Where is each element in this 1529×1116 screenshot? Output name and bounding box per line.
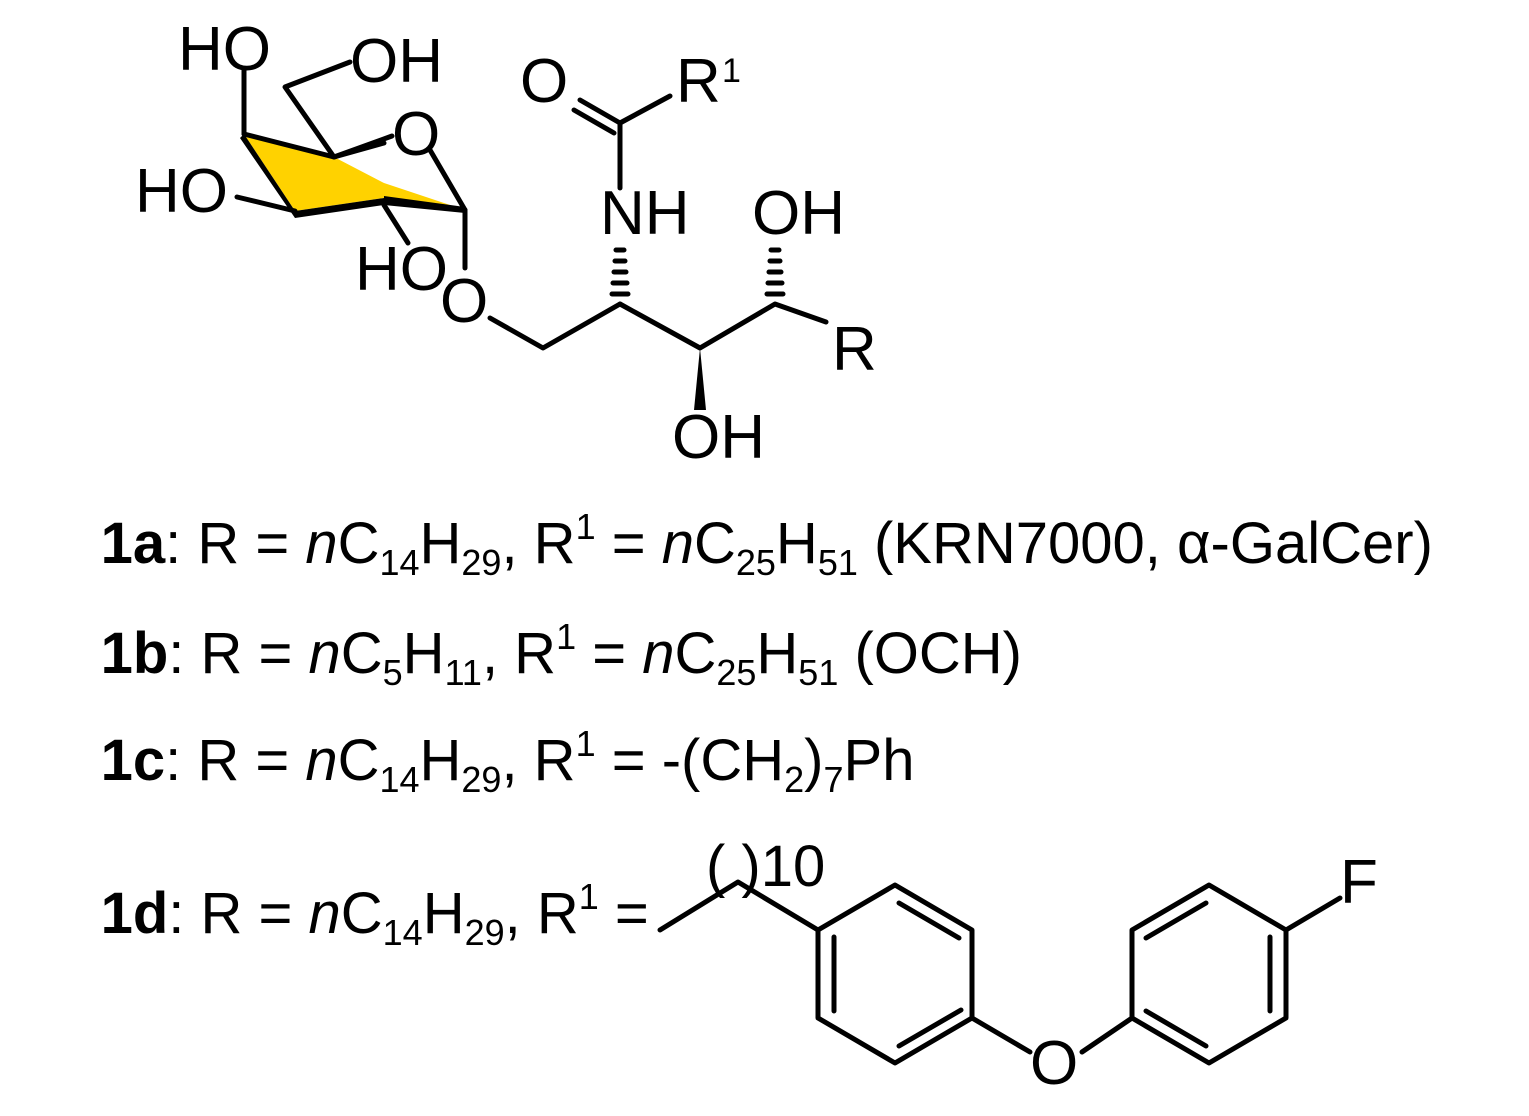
backbone-bonds (617, 301, 829, 351)
ether-oxygen-label: O (1030, 1029, 1078, 1098)
ho-mid-label: HO (135, 157, 228, 226)
ether-bonds (969, 1015, 1135, 1055)
o-ch2-bond (487, 301, 623, 351)
r1-letter-label: R (676, 47, 721, 116)
ring-c5-c6 (282, 59, 353, 160)
benzene-ring-a-inner (831, 900, 964, 1049)
c-f-bond (1283, 895, 1343, 933)
benzene-ring-b-inner (1143, 900, 1273, 1049)
chain-repeat-label: ( )10 (706, 834, 825, 899)
ring-c2-oh (381, 202, 411, 246)
compound-1b-line: 1b: R = nC5H11, R1 = nC25H51 (OCH) (20, 616, 1070, 693)
carbonyl-c-o-double (571, 97, 623, 136)
oh-bottom-label: OH (672, 403, 765, 472)
ring-c3-oh (234, 194, 298, 214)
carbonyl-c-r1 (617, 93, 673, 126)
compound-1d-line: 1d: R = nC14H29, R1 = (20, 876, 697, 953)
nh-label: NH (600, 179, 690, 248)
compound-1a-id: 1a (101, 511, 166, 576)
oh-top-label: OH (350, 27, 443, 96)
alkyl-chain-bonds (657, 879, 821, 933)
fluorine-label: F (1340, 848, 1378, 917)
compound-1d-id: 1d (101, 881, 169, 946)
glycosidic-oxygen-label: O (440, 267, 488, 336)
compound-1b-id: 1b (101, 621, 169, 686)
galactose-ring (234, 59, 468, 271)
compound-1c-id: 1c (101, 728, 166, 793)
benzene-ring-b (1129, 882, 1289, 1066)
oh-right-hash (764, 247, 786, 297)
alpha-symbol: α (1177, 511, 1211, 576)
compound-1a-line: 1a: R = nC14H29, R1 = nC25H51 (KRN7000, … (20, 506, 1481, 583)
ring-highlight (244, 134, 465, 211)
ho-top-left-label: HO (178, 15, 271, 84)
ring-back-to-o (331, 133, 395, 160)
ring-bold-front-edge (240, 134, 384, 218)
ring-oxygen-label: O (392, 100, 440, 169)
ceramide-chain (487, 93, 829, 410)
nh-hash (609, 247, 631, 297)
r1-superscript-label: 1 (722, 52, 741, 90)
compound-1c-line: 1c: R = nC14H29, R1 = -(CH2)7Ph (20, 723, 963, 800)
carbonyl-oxygen-label: O (520, 47, 568, 116)
oh-right-label: OH (752, 179, 845, 248)
oh-wedge (694, 348, 706, 410)
ring-wedge-edge (384, 196, 465, 213)
benzene-ring-a (815, 882, 975, 1066)
compound-1d-r1-structure: ( )10 O F (657, 834, 1378, 1098)
ho-lower-label: HO (355, 235, 448, 304)
r-label: R (832, 315, 877, 384)
